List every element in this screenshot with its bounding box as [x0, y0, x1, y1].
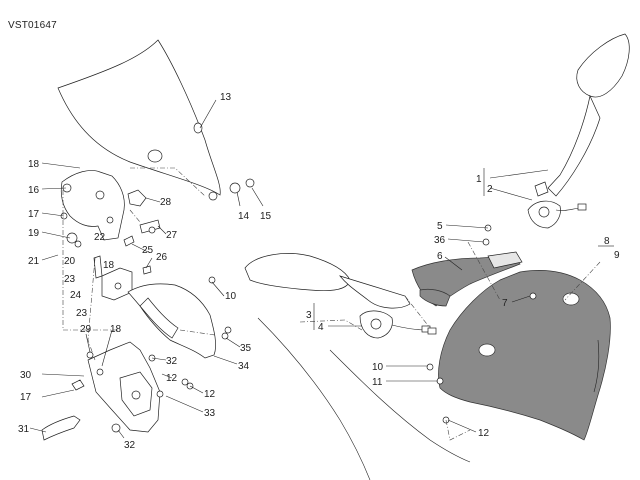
callout-3: 3: [306, 310, 312, 321]
left-mirror: [244, 253, 431, 339]
callout-6: 6: [437, 251, 443, 262]
callout-36: 36: [434, 235, 446, 246]
callout-26: 26: [156, 252, 168, 263]
callout-21: 21: [28, 256, 40, 267]
side-fairing: [438, 270, 611, 441]
callout-16: 16: [28, 185, 40, 196]
callout-17: 17: [20, 392, 32, 403]
callout-10: 10: [225, 291, 237, 302]
callout-27: 27: [166, 230, 178, 241]
callout-9: 9: [614, 250, 620, 261]
drawing-code: VST01647: [8, 20, 57, 31]
callout-18: 18: [110, 324, 122, 335]
callout-1: 1: [476, 174, 482, 185]
callout-8: 8: [604, 236, 610, 247]
callout-7: 7: [502, 298, 508, 309]
callout-30: 30: [20, 370, 32, 381]
callout-34: 34: [238, 361, 250, 372]
callout-23: 23: [64, 274, 76, 285]
callout-12: 12: [204, 389, 216, 400]
callout-2: 2: [487, 184, 493, 195]
callout-14: 14: [238, 211, 250, 222]
turn-indicator: [411, 251, 523, 335]
callout-5: 5: [437, 221, 443, 232]
callout-33: 33: [204, 408, 216, 419]
callout-24: 24: [70, 290, 82, 301]
callout-13: 13: [220, 92, 232, 103]
leader-lines: [29, 99, 614, 439]
callout-12: 12: [166, 373, 178, 384]
callout-4: 4: [318, 322, 324, 333]
callout-11: 11: [372, 377, 383, 388]
callout-32: 32: [124, 440, 136, 451]
callout-23: 23: [76, 308, 88, 319]
callout-12: 12: [478, 428, 490, 439]
callout-18: 18: [28, 159, 40, 170]
callout-32: 32: [166, 356, 178, 367]
headlight-bracket: [60, 170, 161, 301]
callout-18: 18: [103, 260, 115, 271]
windscreen: [57, 39, 221, 201]
callout-28: 28: [160, 197, 172, 208]
callout-35: 35: [240, 343, 252, 354]
callout-31: 31: [18, 424, 30, 435]
callout-29: 29: [80, 324, 92, 335]
callout-25: 25: [142, 245, 154, 256]
assembly-lines: [62, 167, 601, 441]
callout-labels: 13 18 16 17 19 20 21 22 18 23 24 23 25 2…: [18, 92, 620, 451]
callout-19: 19: [28, 228, 40, 239]
callout-15: 15: [260, 211, 272, 222]
right-mirror: [527, 33, 630, 229]
callout-17: 17: [28, 209, 40, 220]
fairing-outline: [257, 317, 471, 480]
windscreen-screw: [229, 178, 255, 194]
front-subframe: [41, 283, 229, 441]
callout-22: 22: [94, 232, 106, 243]
callout-10: 10: [372, 362, 384, 373]
callout-20: 20: [64, 256, 76, 267]
